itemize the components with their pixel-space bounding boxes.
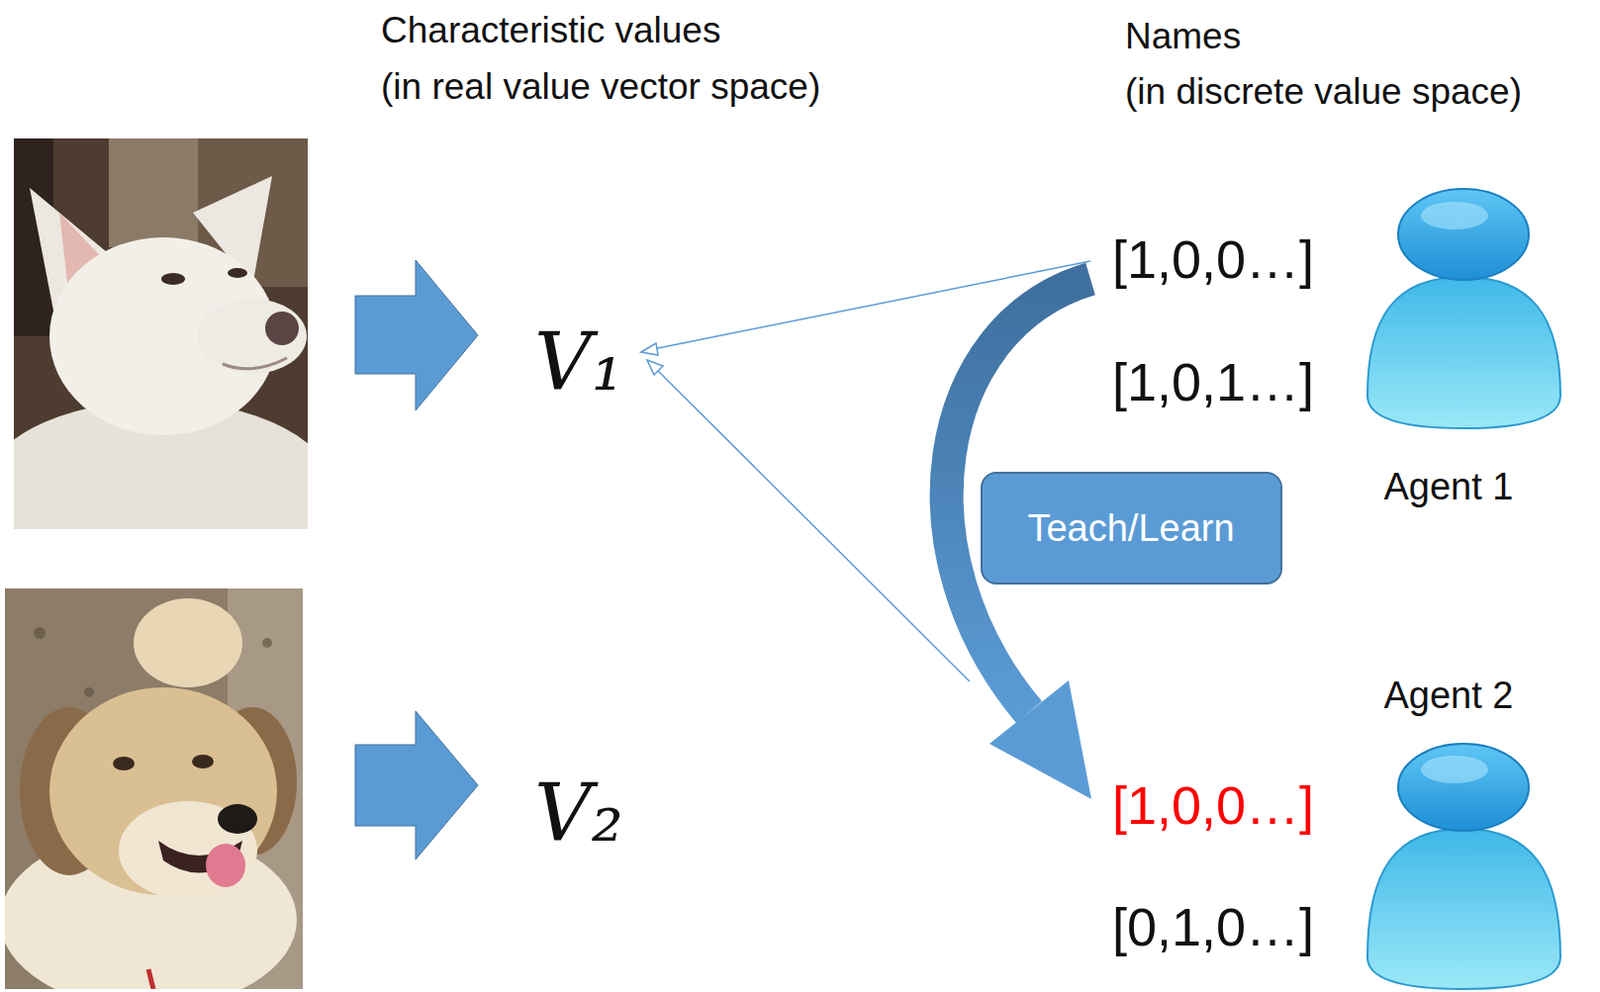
name-vector: [0,1,0…]	[1112, 898, 1315, 957]
arrow-head	[647, 360, 663, 376]
block-arrow	[355, 260, 478, 411]
agent-icon	[1367, 188, 1561, 429]
agent-label: Agent 2	[1384, 675, 1514, 718]
agent-label: Agent 1	[1384, 467, 1514, 509]
heading-text: Characteristic values	[380, 10, 721, 52]
process-box: Teach/Learn	[980, 471, 1283, 585]
vector-symbol: V₂	[534, 770, 624, 858]
name-vector: [1,0,0…]	[1112, 776, 1315, 836]
vector-symbol: V₁	[534, 319, 624, 407]
box-text: Teach/Learn	[1027, 507, 1234, 551]
block-arrow	[355, 711, 478, 860]
agent-icon	[1367, 744, 1561, 990]
heading-text: (in real value vector space)	[380, 67, 821, 108]
arrow-head	[641, 343, 659, 356]
dog-photo	[4, 588, 303, 990]
curved-arrow-head	[989, 680, 1092, 800]
name-vector: [1,0,0…]	[1112, 230, 1315, 289]
leader-arrow	[657, 370, 970, 682]
dog-photo	[13, 138, 308, 530]
heading-text: Names	[1125, 16, 1241, 58]
name-vector: [1,0,1…]	[1112, 353, 1315, 412]
heading-text: (in discrete value space)	[1125, 72, 1522, 113]
